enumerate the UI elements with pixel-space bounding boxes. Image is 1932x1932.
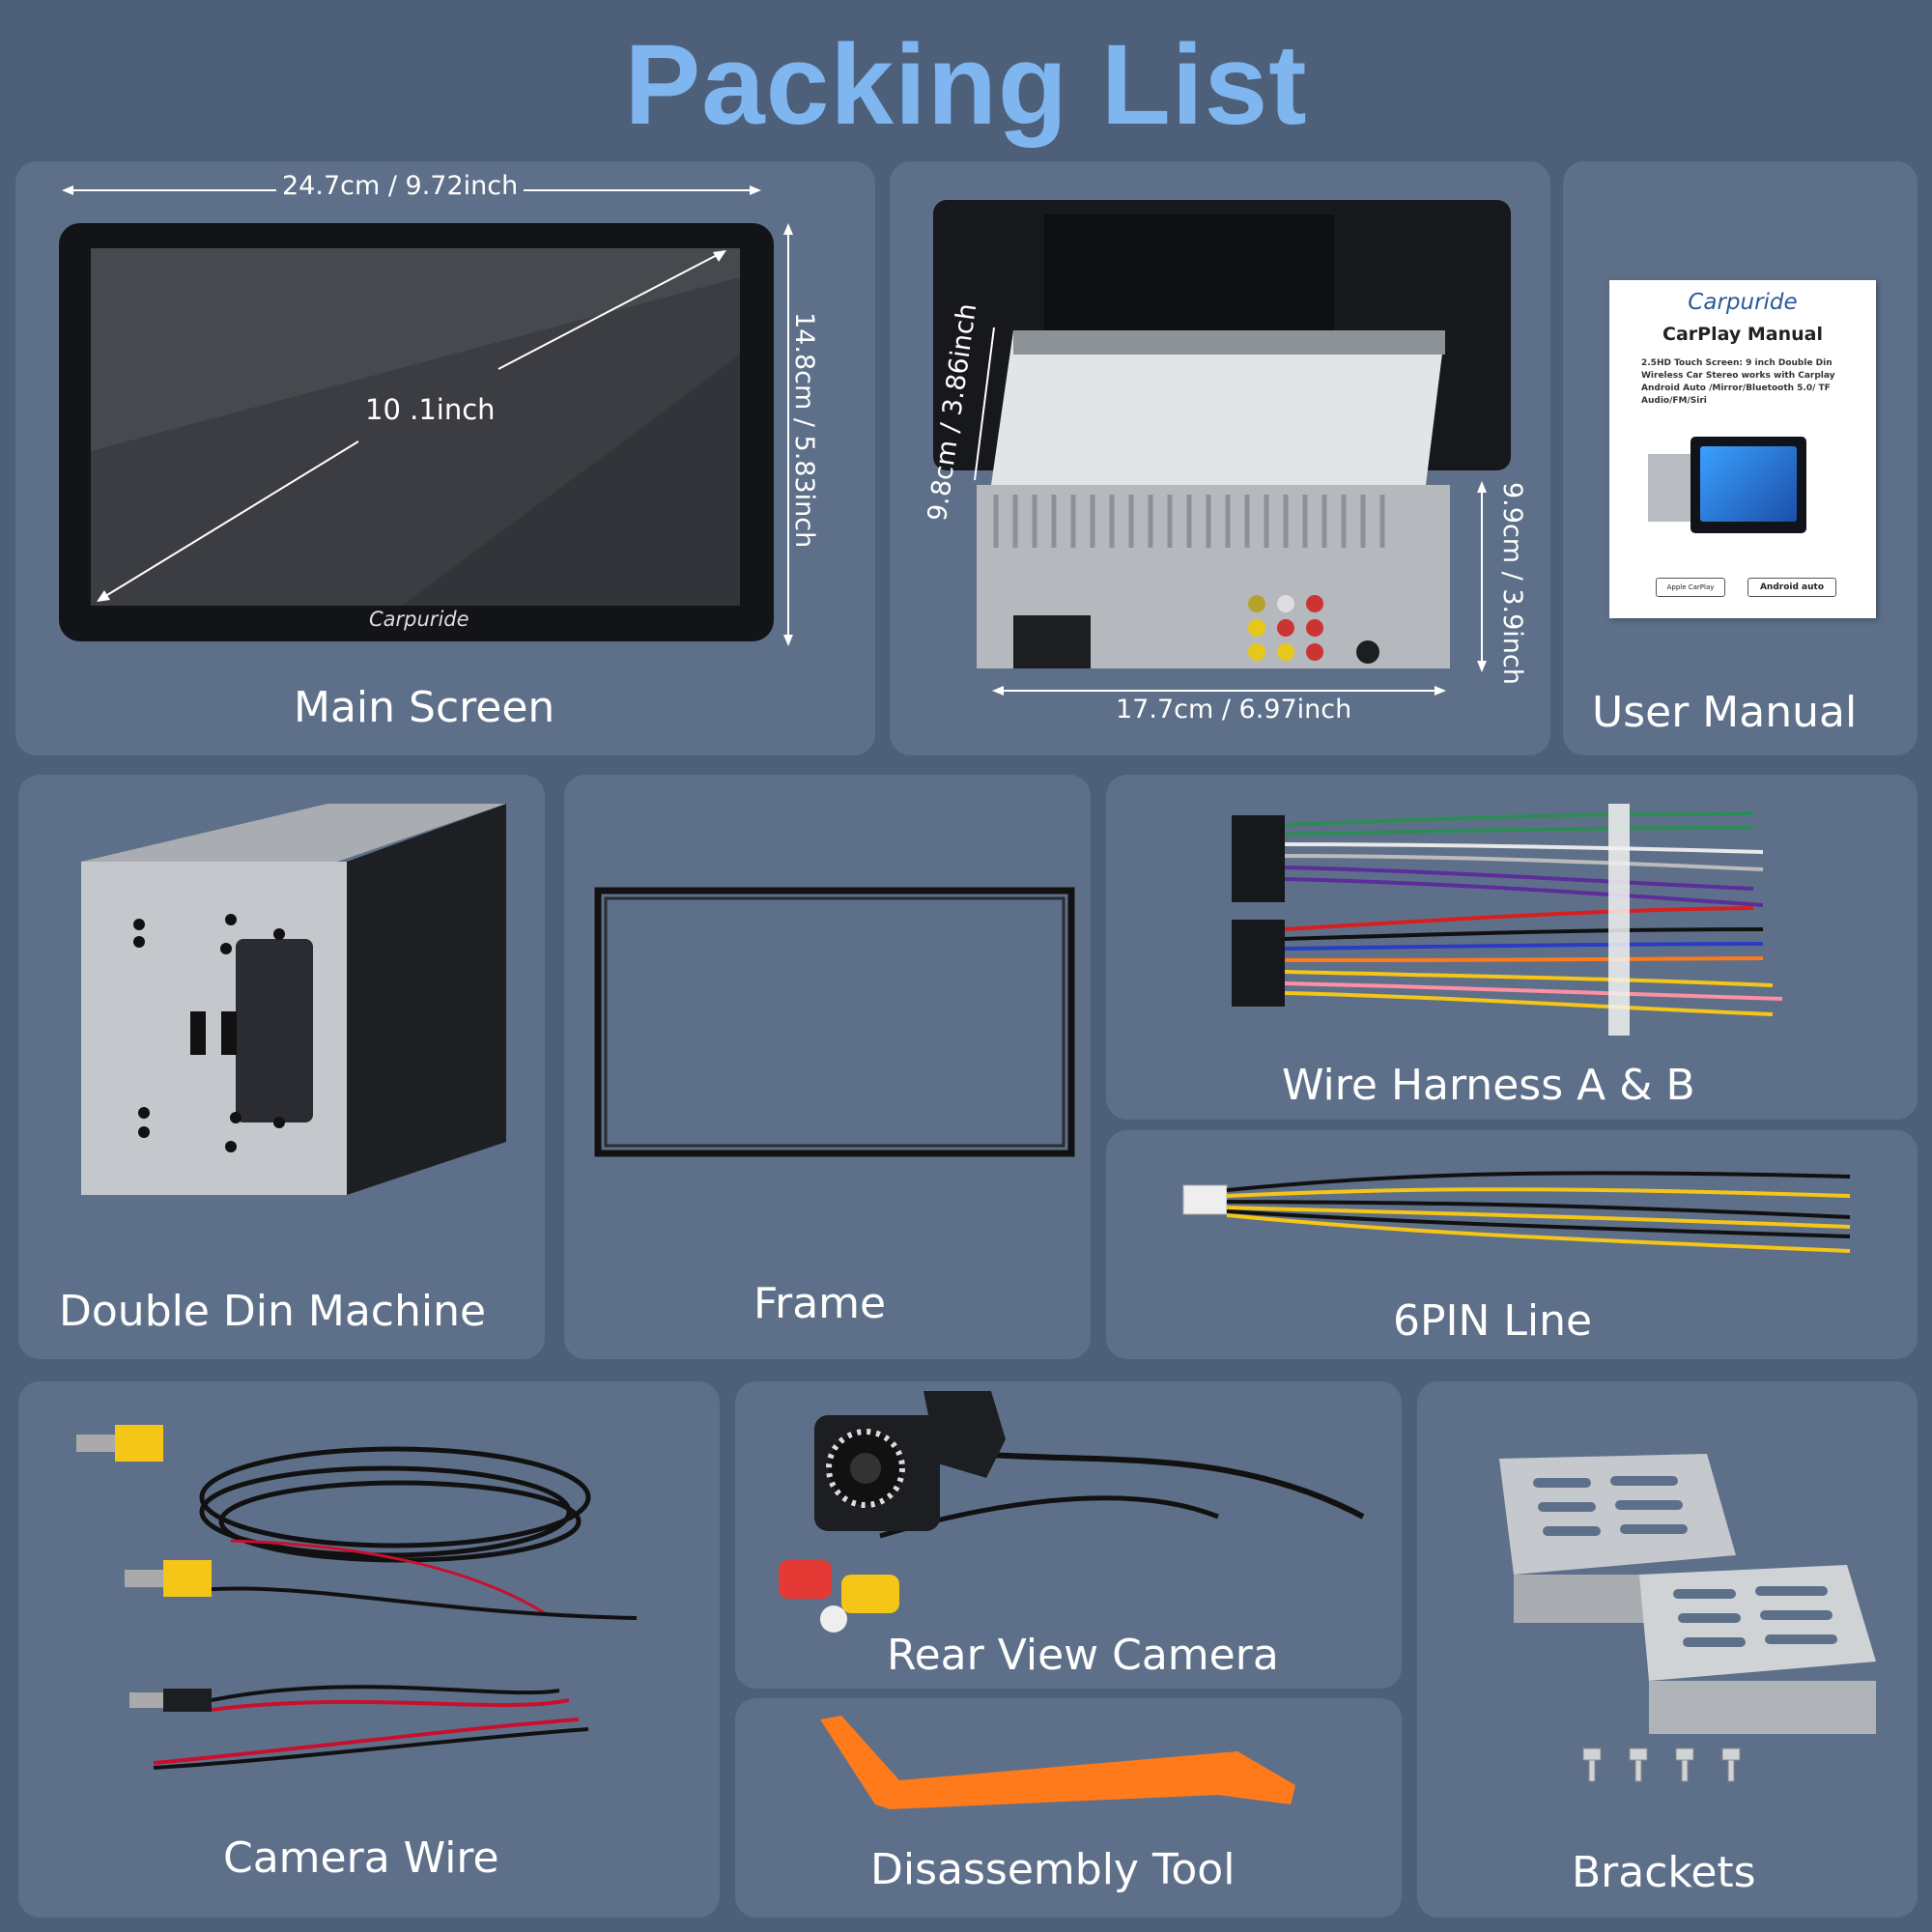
- six-pin-label: 6PIN Line: [1393, 1296, 1593, 1346]
- tool-label: Disassembly Tool: [870, 1845, 1236, 1894]
- manual-title: CarPlay Manual: [1662, 324, 1823, 345]
- back-unit-panel: 9.8cm / 3.86inch 9.9cm / 3.9inch 17.7cm …: [890, 161, 1550, 755]
- tool-image: [820, 1716, 1295, 1809]
- rear-camera-label: Rear View Camera: [887, 1631, 1279, 1680]
- manual-description: 2.5HD Touch Screen: 9 inch Double Din Wi…: [1641, 358, 1835, 406]
- brackets-label: Brackets: [1572, 1848, 1756, 1897]
- screen-brand-logo: Carpuride: [369, 608, 469, 631]
- double-din-label: Double Din Machine: [59, 1287, 487, 1336]
- screen-diagonal-dimension: 10 .1inch: [365, 393, 496, 426]
- wire-harness-panel: Wire Harness A & B: [1106, 775, 1918, 1120]
- manual-device-side: [1648, 454, 1690, 522]
- manual-brand-logo: Carpuride: [1688, 290, 1798, 315]
- brackets-image: [1499, 1454, 1876, 1782]
- apple-carplay-badge-text: Apple CarPlay: [1666, 583, 1715, 591]
- tool-panel: Disassembly Tool: [735, 1698, 1402, 1918]
- screen-width-dimension: 24.7cm / 9.72inch: [276, 171, 525, 201]
- android-auto-badge-text: Android auto: [1759, 582, 1825, 592]
- camera-wire-label: Camera Wire: [223, 1833, 499, 1883]
- apple-carplay-badge: Apple CarPlay: [1656, 578, 1725, 597]
- back-unit-image: [933, 200, 1511, 696]
- double-din-panel: Double Din Machine: [18, 775, 545, 1359]
- main-screen-label: Main Screen: [294, 683, 555, 732]
- brackets-panel: Brackets: [1417, 1381, 1918, 1918]
- unit-height-dimension: 9.9cm / 3.9inch: [1497, 482, 1527, 685]
- unit-width-dimension: 17.7cm / 6.97inch: [1110, 695, 1358, 724]
- screen-height-dimension: 14.8cm / 5.83inch: [789, 306, 819, 554]
- six-pin-image: [1182, 1171, 1851, 1253]
- android-auto-badge: Android auto: [1747, 578, 1836, 597]
- six-pin-panel: 6PIN Line: [1106, 1130, 1918, 1359]
- user-manual-label: User Manual: [1592, 688, 1858, 737]
- frame-label: Frame: [753, 1279, 887, 1328]
- wire-harness-image: [1232, 804, 1783, 1036]
- frame-image: [594, 887, 1075, 1157]
- camera-wire-image: [76, 1425, 638, 1770]
- camera-wire-panel: Camera Wire: [18, 1381, 720, 1918]
- wire-harness-label: Wire Harness A & B: [1282, 1061, 1695, 1110]
- manual-booklet: Carpuride CarPlay Manual 2.5HD Touch Scr…: [1609, 280, 1876, 618]
- double-din-image: [81, 804, 506, 1195]
- main-screen-panel: 24.7cm / 9.72inch 14.8cm / 5.83inch 10 .…: [15, 161, 875, 755]
- frame-panel: Frame: [564, 775, 1091, 1359]
- manual-product-image: [1690, 437, 1806, 533]
- rear-camera-panel: Rear View Camera: [735, 1381, 1402, 1689]
- page-title: Packing List: [624, 21, 1308, 149]
- user-manual-panel: Carpuride CarPlay Manual 2.5HD Touch Scr…: [1563, 161, 1918, 755]
- rear-camera-image: [779, 1391, 1365, 1633]
- main-screen-image: [59, 185, 793, 646]
